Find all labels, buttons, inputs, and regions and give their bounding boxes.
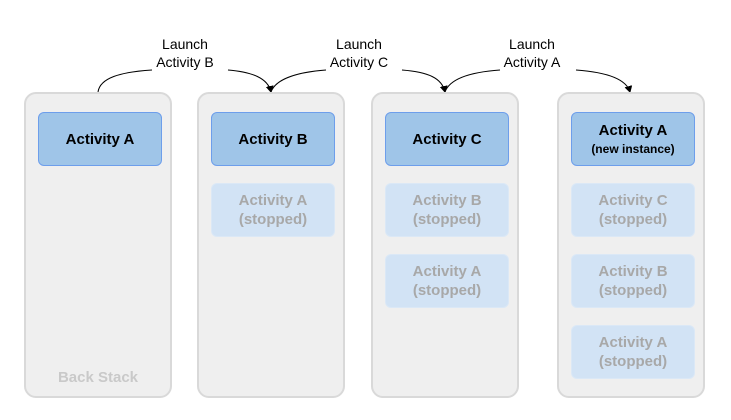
- back-stack-2: Activity B Activity A (stopped): [197, 92, 345, 398]
- card-title: Activity A: [598, 334, 668, 351]
- launch-label-b-line1: Launch: [162, 36, 208, 52]
- launch-label-c-line1: Launch: [336, 36, 382, 52]
- card-note: (new instance): [591, 142, 675, 156]
- card-title: Activity C: [412, 130, 482, 148]
- card-status: (stopped): [238, 211, 308, 228]
- card-title: Activity B: [412, 192, 482, 209]
- arrow-launch-a-right: [575, 69, 633, 93]
- launch-label-a-line2: Activity A: [503, 54, 561, 70]
- activity-card-a-new-instance: Activity A (new instance): [571, 112, 695, 166]
- card-status: (stopped): [412, 282, 482, 299]
- card-status: (stopped): [412, 211, 482, 228]
- launch-label-b-line2: Activity B: [156, 54, 214, 70]
- activity-card-c-stopped: Activity C (stopped): [571, 183, 695, 237]
- launch-label-b: Launch Activity B: [130, 35, 240, 71]
- arrow-launch-c-right: [401, 69, 448, 93]
- activity-card-a-stopped: Activity A (stopped): [571, 325, 695, 379]
- card-title: Activity A: [412, 263, 482, 280]
- activity-card-b-stopped: Activity B (stopped): [571, 254, 695, 308]
- launch-label-c: Launch Activity C: [304, 35, 414, 71]
- card-title: Activity A: [598, 122, 668, 139]
- card-title: Activity A: [238, 192, 308, 209]
- card-status: (stopped): [598, 282, 668, 299]
- arrow-launch-a-left: [444, 69, 501, 93]
- launch-label-a: Launch Activity A: [477, 35, 587, 71]
- launch-label-c-line2: Activity C: [329, 54, 389, 70]
- card-title: Activity B: [598, 263, 668, 280]
- arrow-launch-b-right: [227, 69, 274, 93]
- back-stack-3: Activity C Activity B (stopped) Activity…: [371, 92, 519, 398]
- card-status: (stopped): [598, 211, 668, 228]
- activity-card-a-active: Activity A: [38, 112, 162, 166]
- card-status: (stopped): [598, 353, 668, 370]
- back-stack-4: Activity A (new instance) Activity C (st…: [557, 92, 705, 398]
- card-title: Activity A: [65, 130, 135, 148]
- activity-card-c-active: Activity C: [385, 112, 509, 166]
- back-stack-label: Back Stack: [57, 369, 139, 386]
- activity-card-b-active: Activity B: [211, 112, 335, 166]
- launch-label-a-line1: Launch: [509, 36, 555, 52]
- card-title: Activity C: [598, 192, 668, 209]
- card-title: Activity B: [238, 130, 308, 148]
- arrow-launch-b-left: [97, 69, 153, 93]
- activity-card-b-stopped: Activity B (stopped): [385, 183, 509, 237]
- arrow-launch-c-left: [270, 69, 327, 93]
- back-stack-1: Activity A Back Stack: [24, 92, 172, 398]
- activity-card-a-stopped: Activity A (stopped): [385, 254, 509, 308]
- activity-card-a-stopped: Activity A (stopped): [211, 183, 335, 237]
